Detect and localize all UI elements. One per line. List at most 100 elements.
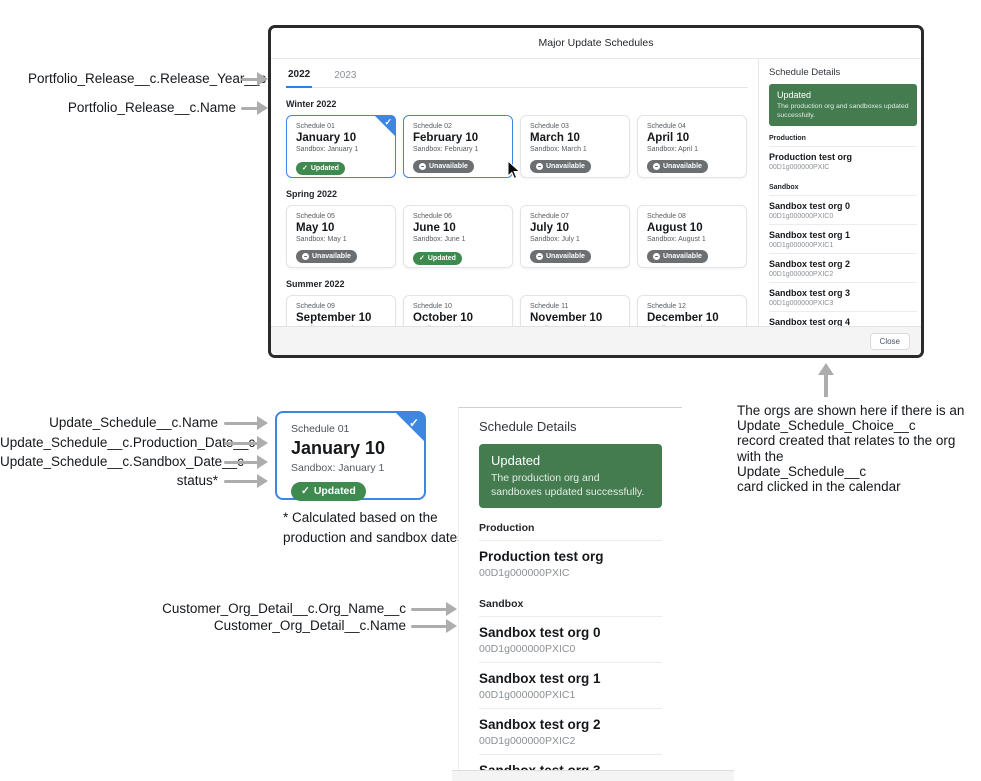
right-arrow-icon	[241, 72, 268, 86]
status-label: Updated	[427, 255, 456, 262]
status-badge: Unavailable	[413, 160, 474, 173]
sandbox-date: Sandbox: June 1	[413, 236, 466, 243]
orgs-note-line: Update_Schedule__c	[737, 463, 867, 479]
org-name: Sandbox test org 4	[769, 317, 851, 327]
sandbox-org-entry: Sandbox test org 1 00D1g000000PXIC1	[769, 225, 917, 254]
check-icon: ✓	[384, 117, 392, 127]
schedule-card-02[interactable]: Schedule 02 February 10 Sandbox: Februar…	[403, 115, 513, 178]
schedule-card-08[interactable]: Schedule 08 August 10 Sandbox: August 1 …	[637, 205, 747, 268]
production-date: July 10	[530, 222, 569, 234]
season-row-winter: ✓ Schedule 01 January 10 Sandbox: Januar…	[286, 115, 758, 178]
production-date: August 10	[647, 222, 703, 234]
minus-circle-icon	[653, 163, 660, 170]
annotation-status: status*	[176, 473, 218, 488]
org-id: 00D1g000000PXIC0	[479, 643, 576, 655]
status-badge: Unavailable	[647, 160, 708, 173]
status-badge: ✓Updated	[291, 481, 366, 501]
modal-footer: Close	[271, 326, 921, 355]
schedule-number: Schedule 09	[296, 303, 335, 310]
close-button[interactable]: Close	[869, 333, 910, 350]
modal-title: Major Update Schedules	[538, 37, 654, 49]
production-org-entry: Production test org 00D1g000000PXIC	[479, 541, 662, 586]
tab-2022[interactable]: 2022	[286, 69, 313, 88]
status-box: Updated The production org and sandboxes…	[769, 84, 917, 126]
right-arrow-icon	[241, 101, 268, 115]
zoomed-schedule-card[interactable]: ✓ Schedule 01 January 10 Sandbox: Januar…	[275, 411, 426, 501]
status-label: Unavailable	[663, 163, 702, 170]
annotation-production-date: Update_Schedule__c.Production_Date__c	[0, 435, 256, 450]
org-id: 00D1g000000PXIC2	[479, 735, 576, 747]
production-date: January 10	[296, 132, 357, 144]
production-date: May 10	[296, 222, 335, 234]
status-label: Updated	[310, 165, 339, 172]
org-id: 00D1g000000PXIC	[479, 567, 570, 579]
orgs-note-line: card clicked in the calendar	[737, 479, 901, 495]
sandbox-org-entry: Sandbox test org 0 00D1g000000PXIC0	[769, 196, 917, 225]
season-title-spring: Spring 2022	[286, 189, 338, 199]
org-id: 00D1g000000PXIC0	[769, 213, 834, 220]
tab-2023[interactable]: 2023	[334, 70, 357, 81]
check-icon: ✓	[301, 485, 310, 497]
orgs-note-line: Update_Schedule_Choice__c	[737, 418, 916, 434]
major-update-schedules-modal: Major Update Schedules 2022 2023 Winter …	[268, 25, 924, 358]
right-arrow-icon	[224, 416, 268, 430]
status-label: Unavailable	[312, 253, 351, 260]
annotation-release-year: Portfolio_Release__c.Release_Year__c	[28, 71, 267, 86]
production-date: November 10	[530, 312, 603, 324]
orgs-note-line: The orgs are shown here if there is an	[737, 403, 965, 418]
status-label: Unavailable	[546, 253, 585, 260]
year-tabs: 2022 2023	[286, 58, 748, 88]
org-id: 00D1g000000PXIC	[769, 164, 830, 171]
schedule-card-01[interactable]: ✓ Schedule 01 January 10 Sandbox: Januar…	[286, 115, 396, 178]
calendar-area: 2022 2023 Winter 2022 ✓ Schedule 01 Janu…	[271, 58, 758, 355]
zoomed-schedule-details-panel: Schedule Details Updated The production …	[458, 407, 682, 781]
status-footnote-line: production and sandbox dates.	[283, 529, 468, 545]
org-name: Sandbox test org 0	[479, 625, 601, 640]
schedule-number: Schedule 10	[413, 303, 452, 310]
org-name: Sandbox test org 2	[479, 717, 601, 732]
schedule-details-panel: Schedule Details Updated The production …	[758, 58, 921, 333]
sandbox-org-entry: Sandbox test org 1 00D1g000000PXIC1	[479, 663, 662, 709]
sandbox-date: Sandbox: February 1	[413, 146, 479, 153]
selected-corner-icon	[374, 115, 396, 137]
org-id: 00D1g000000PXIC3	[769, 300, 834, 307]
production-date: March 10	[530, 132, 580, 144]
minus-circle-icon	[536, 163, 543, 170]
annotation-release-name: Portfolio_Release__c.Name	[67, 100, 236, 115]
org-name: Sandbox test org 3	[769, 288, 851, 298]
sandbox-org-entry: Sandbox test org 2 00D1g000000PXIC2	[479, 709, 662, 755]
status-badge: Unavailable	[530, 250, 591, 263]
schedule-card-07[interactable]: Schedule 07 July 10 Sandbox: July 1 Unav…	[520, 205, 630, 268]
zoomed-panel-footer-fragment	[452, 770, 734, 781]
schedule-number: Schedule 08	[647, 213, 686, 220]
org-name: Production test org	[769, 152, 852, 162]
status-label: Unavailable	[546, 163, 585, 170]
status-footnote: * Calculated based on the production and…	[283, 508, 468, 547]
production-section-label: Production	[479, 522, 662, 541]
sandbox-org-entry: Sandbox test org 2 00D1g000000PXIC2	[769, 254, 917, 283]
orgs-note-line: record created that relates to the org w…	[737, 433, 956, 464]
status-box-title: Updated	[777, 90, 812, 100]
right-arrow-icon	[411, 602, 457, 616]
sandbox-date: Sandbox: May 1	[296, 236, 347, 243]
production-org-entry: Production test org 00D1g000000PXIC	[769, 147, 917, 175]
org-id: 00D1g000000PXIC1	[479, 689, 576, 701]
org-name: Sandbox test org 0	[769, 201, 851, 211]
check-icon: ✓	[419, 255, 425, 262]
season-row-spring: Schedule 05 May 10 Sandbox: May 1 Unavai…	[286, 205, 758, 268]
schedule-card-04[interactable]: Schedule 04 April 10 Sandbox: April 1 Un…	[637, 115, 747, 178]
production-date: October 10	[413, 312, 474, 324]
sandbox-date: Sandbox: August 1	[647, 236, 706, 243]
annotation-org-name: Customer_Org_Detail__c.Org_Name__c	[162, 601, 406, 616]
annotation-org-record-name: Customer_Org_Detail__c.Name	[213, 618, 406, 633]
org-name: Production test org	[479, 549, 604, 564]
schedule-card-03[interactable]: Schedule 03 March 10 Sandbox: March 1 Un…	[520, 115, 630, 178]
schedule-card-06[interactable]: Schedule 06 June 10 Sandbox: June 1 ✓Upd…	[403, 205, 513, 268]
schedule-number: Schedule 01	[296, 123, 335, 130]
schedule-card-05[interactable]: Schedule 05 May 10 Sandbox: May 1 Unavai…	[286, 205, 396, 268]
orgs-note: The orgs are shown here if there is an U…	[737, 403, 981, 494]
minus-circle-icon	[653, 253, 660, 260]
status-box-title: Updated	[491, 453, 541, 468]
status-badge: Unavailable	[647, 250, 708, 263]
